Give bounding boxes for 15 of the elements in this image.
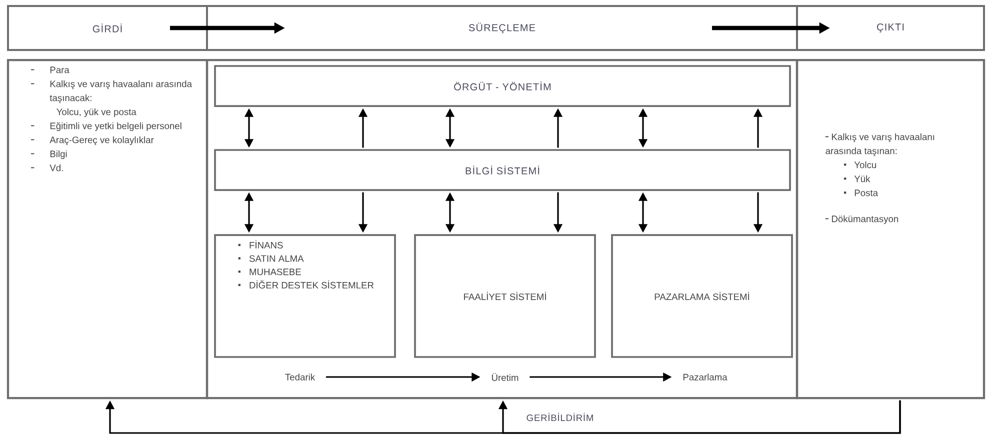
arrow — [498, 400, 901, 434]
feedback-label: GERİBİLDİRİM — [526, 412, 593, 422]
system-box: FAALİYET SİSTEMİ — [414, 234, 596, 358]
flow-label: Pazarlama — [683, 374, 728, 380]
system-band: BİLGİ SİSTEMİ — [214, 149, 791, 191]
header-cell: GİRDİ — [7, 5, 208, 51]
output-panel: Kalkış ve varış havaalanı arasında taşınan: Yolcu Yük Posta Dökümantasyon — [796, 58, 986, 400]
flow-label: Tedarik — [285, 374, 316, 380]
header-cell: ÇIKTI — [796, 5, 986, 51]
input-panel: Para Kalkış ve varış havaalanı arasında taşınacak: Yolcu, yük ve posta Eğitimli ve yetki belgeli personel Araç-Gereç ve kolaylıklar Bilgi Vd. — [6, 58, 208, 400]
flow-label: Üretim — [492, 373, 518, 381]
system-band: ÖRGÜT - YÖNETİM — [214, 65, 791, 107]
system-box: FİNANS SATIN ALMA MUHASEBE DİĞER DESTEK SİSTEMLER — [214, 234, 396, 358]
process-panel — [206, 58, 798, 400]
system-box: PAZARLAMA SİSTEMİ — [611, 234, 793, 358]
